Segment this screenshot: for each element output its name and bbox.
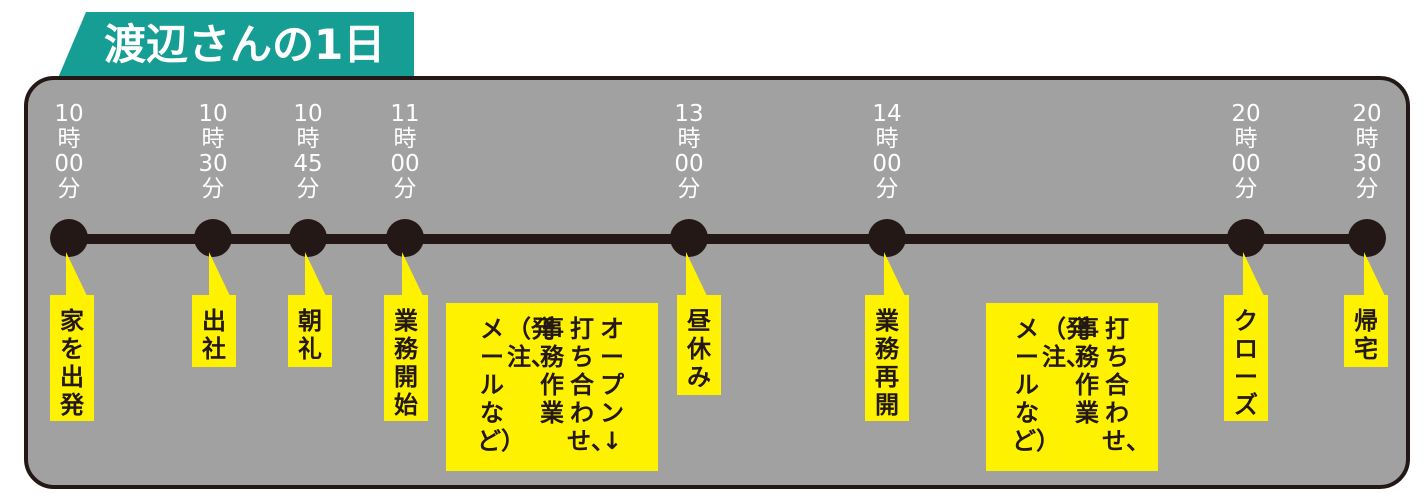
time-label: 14 時 00 分: [872, 101, 902, 202]
milestone-dot: [289, 219, 327, 257]
time-label: 20 時 30 分: [1352, 101, 1382, 202]
milestone-dot: [1348, 219, 1386, 257]
event-text: クローズ: [1234, 307, 1258, 419]
event-open-office-work: オープン↓ 打ち合わせ、 事務作業 （発注、 メールなど）: [446, 303, 658, 471]
event-text: メールなど）: [1012, 315, 1060, 455]
event-text: オープン↓: [600, 315, 624, 455]
milestone-dot: [1227, 219, 1265, 257]
milestone-dot: [50, 219, 88, 257]
event-text: 業務再開: [875, 307, 899, 419]
event-text: 事務作業: [540, 315, 564, 427]
event-text: （発注、: [507, 315, 555, 371]
event-morning-meeting: 朝礼: [288, 295, 332, 367]
event-work-resume: 業務再開: [865, 295, 909, 421]
timeline-panel: [24, 76, 1410, 489]
page-title: 渡辺さんの1日: [104, 20, 386, 69]
time-label: 10 時 45 分: [293, 101, 323, 202]
time-label: 11 時 00 分: [390, 101, 420, 202]
event-text: 家を出発: [60, 307, 84, 419]
event-close: クローズ: [1224, 295, 1268, 421]
event-text: メールなど）: [477, 315, 525, 455]
event-text: 出社: [202, 307, 226, 363]
title-tab: [58, 12, 414, 78]
event-text: 昼休み: [687, 307, 711, 391]
time-label: 13 時 00 分: [674, 101, 704, 202]
time-label: 10 時 30 分: [198, 101, 228, 202]
event-text: 帰宅: [1354, 307, 1378, 363]
event-text: （発注、: [1042, 315, 1090, 371]
event-arrive-office: 出社: [192, 295, 236, 367]
milestone-dot: [670, 219, 708, 257]
event-leave-home: 家を出発: [50, 295, 94, 421]
timeline-line: [68, 234, 1368, 244]
event-text: 業務開始: [394, 307, 418, 419]
milestone-dot: [386, 219, 424, 257]
event-text: 朝礼: [298, 307, 322, 363]
event-text: 打ち合わせ、: [1102, 315, 1150, 455]
event-text: 打ち合わせ、: [567, 315, 615, 455]
event-lunch-break: 昼休み: [677, 295, 721, 395]
time-label: 20 時 00 分: [1231, 101, 1261, 202]
milestone-dot: [868, 219, 906, 257]
time-label: 10 時 00 分: [54, 101, 84, 202]
event-text: 事務作業: [1075, 315, 1099, 427]
event-office-work: 打ち合わせ、 事務作業 （発注、 メールなど）: [986, 303, 1158, 471]
milestone-dot: [194, 219, 232, 257]
event-work-start: 業務開始: [384, 295, 428, 421]
event-return-home: 帰宅: [1344, 295, 1388, 367]
